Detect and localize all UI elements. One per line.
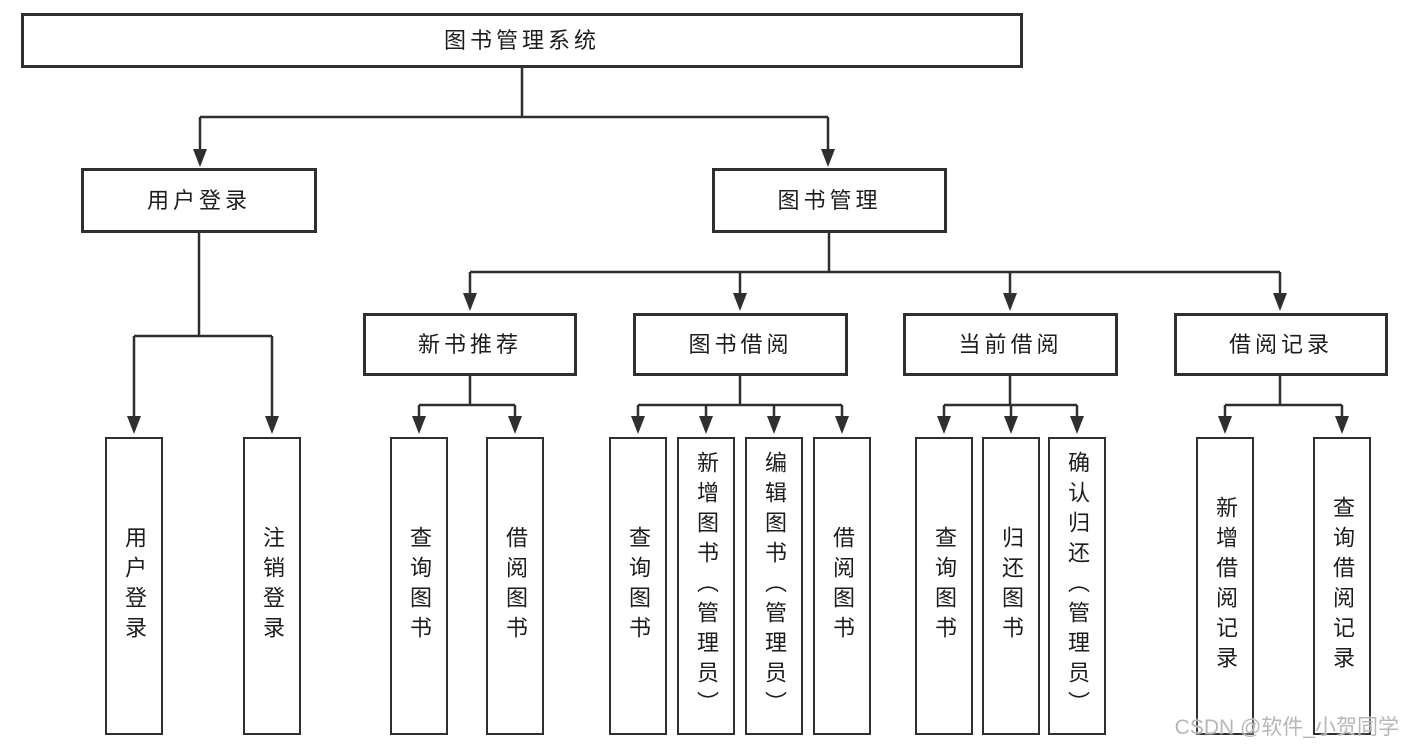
connector-borrow-records-trunk: [1225, 376, 1342, 407]
node-book-management: 图书管理: [712, 168, 947, 233]
node-borrow-records: 借阅记录: [1174, 313, 1388, 376]
connector-new-book-recommend-trunk: [419, 376, 515, 407]
node-leaf-logout: 注销登录: [243, 437, 301, 735]
node-leaf-query-books-borrow: 查询图书: [609, 437, 667, 735]
node-root: 图书管理系统: [21, 13, 1023, 68]
node-leaf-borrow-books-recommend: 借阅图书: [486, 437, 544, 735]
node-new-book-recommend: 新书推荐: [363, 313, 577, 376]
node-book-borrow: 图书借阅: [633, 313, 848, 376]
node-leaf-query-books-recommend: 查询图书: [390, 437, 448, 735]
node-leaf-query-books-current: 查询图书: [915, 437, 973, 735]
node-leaf-user-login: 用户登录: [105, 437, 163, 735]
connector-current-borrow-trunk: [944, 376, 1077, 407]
connector-user-login-trunk: [134, 233, 272, 338]
node-leaf-borrow-books: 借阅图书: [813, 437, 871, 735]
node-leaf-query-borrow-record: 查询借阅记录: [1313, 437, 1371, 735]
node-user-login: 用户登录: [81, 168, 317, 233]
csdn-watermark: CSDN @软件_小贺同学: [1174, 716, 1399, 739]
connector-book-borrow-trunk: [638, 376, 842, 407]
node-leaf-return-books: 归还图书: [982, 437, 1040, 735]
connector-book-management-trunk: [470, 233, 1280, 274]
connector-root-trunk: [200, 68, 828, 119]
node-leaf-add-books-admin: 新增图书（管理员）: [677, 437, 735, 735]
node-current-borrow: 当前借阅: [903, 313, 1118, 376]
node-leaf-add-borrow-record: 新增借阅记录: [1196, 437, 1254, 735]
node-leaf-edit-books-admin: 编辑图书（管理员）: [745, 437, 803, 735]
node-leaf-confirm-return-admin: 确认归还（管理员）: [1048, 437, 1106, 735]
